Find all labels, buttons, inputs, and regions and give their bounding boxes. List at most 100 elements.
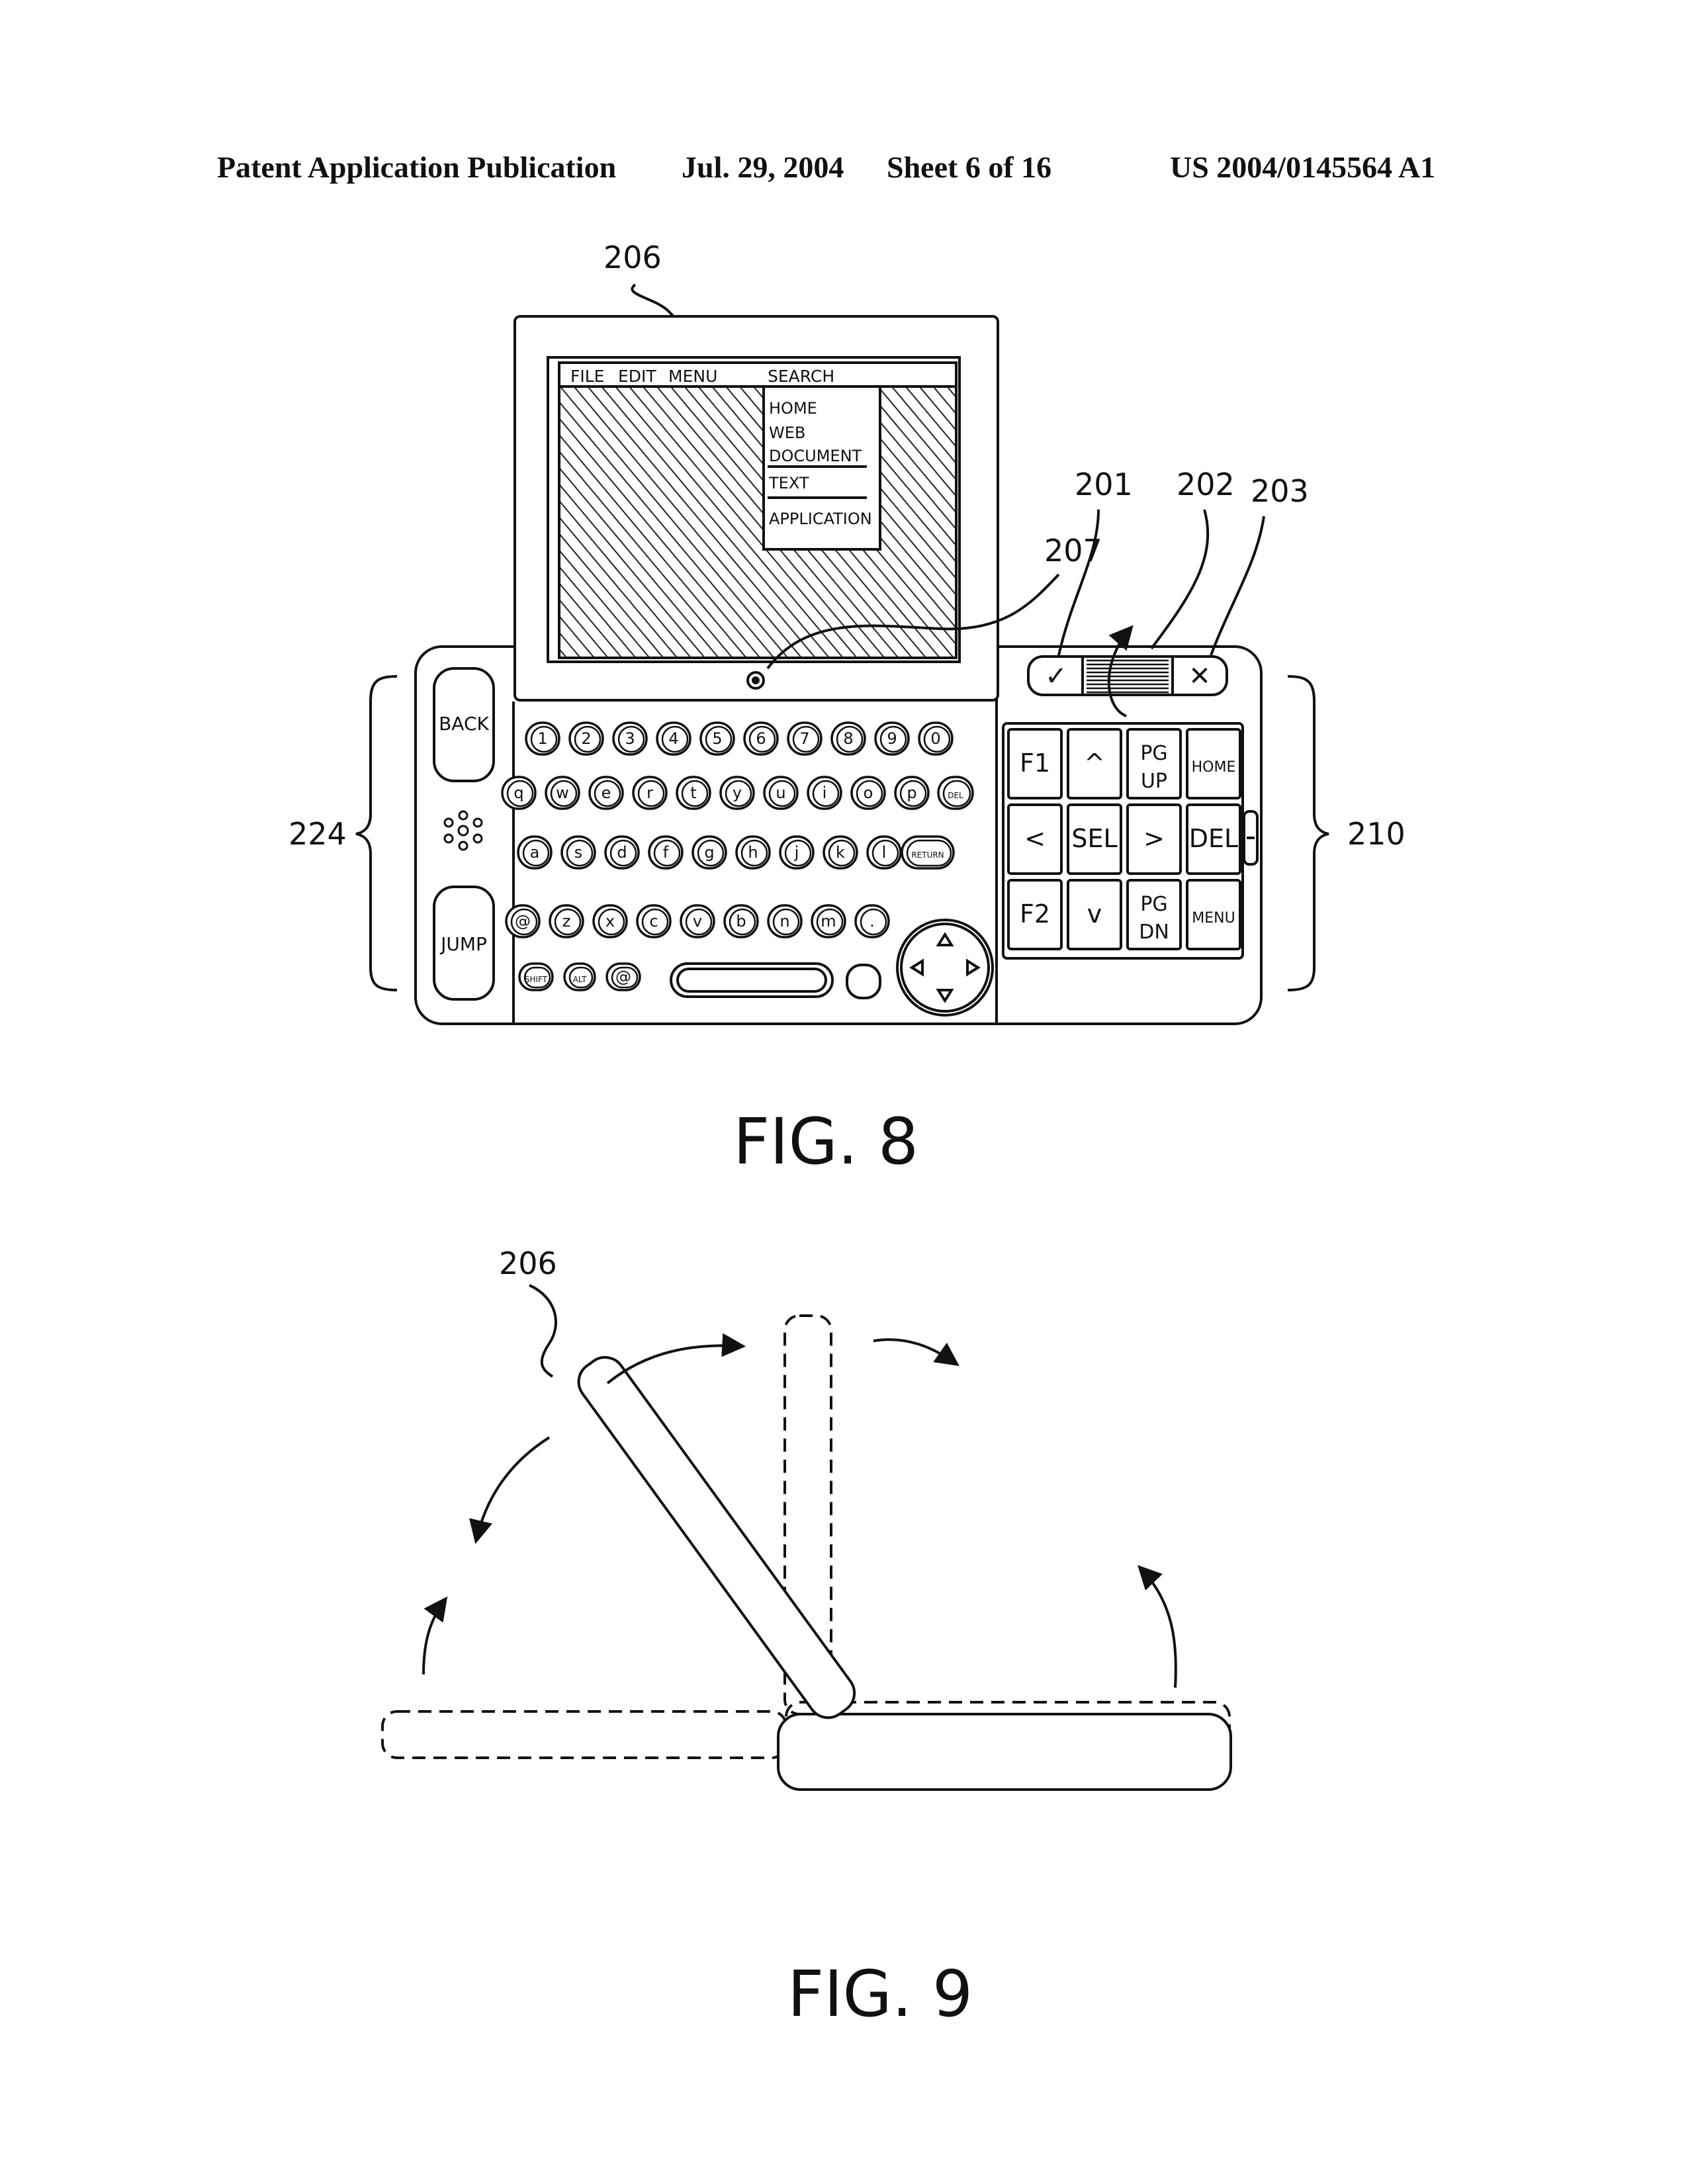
nav-key-7[interactable]: DEL [1186, 803, 1241, 875]
key-0-7[interactable]: 8 [830, 721, 866, 756]
key-0-3[interactable]: 4 [656, 721, 691, 756]
menu-file[interactable]: FILE [570, 367, 604, 386]
key-1-3[interactable]: r [632, 776, 668, 810]
nav-key-0[interactable]: F1 [1007, 728, 1063, 799]
key-0-9[interactable]: 0 [918, 721, 954, 756]
space-bar[interactable] [670, 962, 834, 998]
key-blank[interactable] [846, 964, 881, 999]
dpad-left-icon[interactable] [909, 958, 924, 977]
key-3-7[interactable]: m [811, 904, 846, 938]
dropdown-home[interactable]: HOME [769, 399, 817, 418]
nav-key-11[interactable]: MENU [1186, 879, 1241, 950]
leader-202 [1150, 509, 1210, 650]
key-0-4[interactable]: 5 [699, 721, 735, 756]
trackball-center [752, 676, 760, 684]
key-1-2[interactable]: e [588, 776, 624, 810]
key-3-3[interactable]: c [636, 904, 672, 938]
key-2-3[interactable]: f [648, 835, 684, 870]
key-3-5[interactable]: b [723, 904, 759, 938]
arrow-lid-left [469, 1436, 551, 1545]
key-label: l [882, 843, 887, 862]
key-1-7[interactable]: i [807, 776, 842, 810]
dpad-down-icon[interactable] [936, 989, 954, 1003]
nav-key-1[interactable]: ^ [1067, 728, 1122, 799]
key-2-4[interactable]: g [691, 835, 727, 870]
figure-9: 206 FIG. 9 [381, 1246, 1232, 2031]
key-1-1[interactable]: w [545, 776, 580, 810]
fig9-caption: FIG. 9 [787, 1957, 973, 2031]
ref-210: 210 [1347, 816, 1405, 852]
dpad-right-icon[interactable] [966, 958, 981, 977]
key-2-0[interactable]: a [517, 835, 553, 870]
key-label: 8 [843, 729, 853, 748]
key-0-0[interactable]: 1 [525, 721, 560, 756]
menu-edit[interactable]: EDIT [618, 367, 656, 386]
key-3-2[interactable]: x [592, 904, 628, 938]
key-2-2[interactable]: d [604, 835, 640, 870]
key-label: y [733, 784, 742, 802]
trackball-icon[interactable] [746, 671, 765, 690]
key-3-0[interactable]: @ [505, 904, 541, 938]
menu-search[interactable]: SEARCH [768, 367, 834, 386]
nav-key-6[interactable]: > [1126, 803, 1182, 875]
key-2-9[interactable]: RETURN [901, 835, 955, 870]
nav-key-3[interactable]: HOME [1186, 728, 1241, 799]
key-3-4[interactable]: v [680, 904, 715, 938]
nav-key-4[interactable]: < [1007, 803, 1063, 875]
dropdown-web[interactable]: WEB [769, 424, 805, 442]
key-1-9[interactable]: p [894, 776, 930, 810]
key-3-8[interactable]: . [854, 904, 890, 938]
jump-button[interactable] [433, 886, 495, 1001]
key-label: g [704, 843, 714, 862]
key-1-0[interactable]: q [501, 776, 537, 810]
key-3-6[interactable]: n [767, 904, 803, 938]
scroll-arrow [1107, 625, 1134, 717]
key-1-5[interactable]: y [719, 776, 755, 810]
nav-key-8[interactable]: F2 [1007, 879, 1063, 950]
key-2-5[interactable]: h [735, 835, 771, 870]
arrow-base-left [422, 1596, 448, 1675]
menu-menu[interactable]: MENU [668, 367, 717, 386]
back-button[interactable] [433, 667, 495, 782]
key-0-8[interactable]: 9 [874, 721, 910, 756]
leader-203 [1210, 516, 1265, 656]
dropdown-document[interactable]: DOCUMENT [769, 447, 862, 465]
scroll-wheel[interactable] [1087, 659, 1169, 694]
dpad-up-icon[interactable] [936, 932, 954, 946]
key-4-0[interactable]: SHIFT [518, 962, 554, 991]
check-icon[interactable]: ✓ [1045, 661, 1067, 692]
key-1-10[interactable]: DEL [937, 776, 974, 810]
key-2-6[interactable]: j [779, 835, 815, 870]
key-2-7[interactable]: k [823, 835, 858, 870]
nav-key-5[interactable]: SEL [1067, 803, 1122, 875]
key-1-6[interactable]: u [763, 776, 799, 810]
key-0-1[interactable]: 2 [568, 721, 604, 756]
nav-key-9[interactable]: v [1067, 879, 1122, 950]
key-3-1[interactable]: z [549, 904, 584, 938]
key-label: n [780, 912, 789, 931]
key-4-1[interactable]: ALT [563, 962, 596, 991]
key-2-8[interactable]: l [866, 835, 902, 870]
key-4-2[interactable]: @ [605, 962, 641, 991]
key-2-1[interactable]: s [560, 835, 596, 870]
key-0-5[interactable]: 6 [743, 721, 779, 756]
lid-tilted [577, 1355, 856, 1719]
dropdown-text[interactable]: TEXT [768, 474, 809, 492]
nav-key-label: F2 [1020, 899, 1050, 929]
key-label: q [513, 784, 523, 802]
key-0-2[interactable]: 3 [612, 721, 648, 756]
cancel-icon[interactable]: ✕ [1188, 661, 1211, 692]
key-label: b [736, 912, 746, 931]
dpad[interactable] [896, 919, 994, 1017]
key-label: SHIFT [525, 975, 548, 984]
key-label: 0 [930, 729, 940, 748]
nav-key-label: PG [1140, 893, 1167, 916]
dropdown-application[interactable]: APPLICATION [769, 510, 872, 528]
key-1-4[interactable]: t [676, 776, 711, 810]
key-1-8[interactable]: o [850, 776, 886, 810]
publication-date: Jul. 29, 2004 [682, 150, 844, 184]
key-0-6[interactable]: 7 [787, 721, 823, 756]
